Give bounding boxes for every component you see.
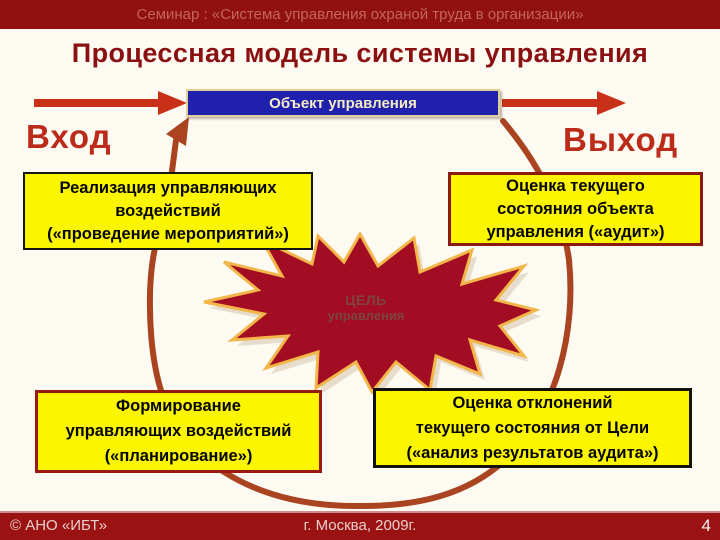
analysis-box-line: («анализ результатов аудита») [406,443,659,462]
analysis-box-line: Оценка отклонений [452,393,613,412]
realization-box: Реализация управляющих воздействий («про… [23,172,313,250]
audit-box-line: состояния объекта [497,199,654,218]
realization-box-line: Реализация управляющих [59,178,277,197]
loop-arrowhead-icon [166,117,189,146]
goal-label: ЦЕЛЬ управления [280,292,452,323]
page-title: Процессная модель системы управления [71,38,649,68]
planning-box: Формирование управляющих воздействий («п… [35,390,322,473]
goal-starburst [203,230,541,395]
page-number: 4 [701,516,711,535]
output-label: Выход [563,121,679,158]
input-arrow-icon [34,91,187,115]
output-arrow-icon [502,91,626,115]
audit-box-line: Оценка текущего [506,176,645,195]
footer-location: г. Москва, 2009г. [303,517,417,534]
goal-label-line1: ЦЕЛЬ [345,292,387,308]
input-label: Вход [26,118,112,155]
control-object-box: Объект управления [186,89,500,117]
planning-box-line: управляющих воздействий [65,422,292,440]
footer-copyright: © АНО «ИБТ» [10,517,108,534]
planning-box-line: («планирование») [104,447,253,465]
analysis-box-line: текущего состояния от Цели [415,418,650,437]
feedback-loop-ring [146,118,574,510]
planning-box-line: Формирование [116,397,241,415]
slide-header-bar: Семинар : «Система управления охраной тр… [0,0,720,29]
goal-label-line2: управления [327,308,405,323]
realization-box-line: («проведение мероприятий») [47,224,289,243]
analysis-box: Оценка отклонений текущего состояния от … [373,388,692,468]
audit-box-line: управления («аудит») [486,222,665,241]
slide-footer-bar: © АНО «ИБТ» г. Москва, 2009г. 4 [0,511,720,540]
audit-box: Оценка текущего состояния объекта управл… [448,172,703,246]
realization-box-line: воздействий [115,201,221,220]
